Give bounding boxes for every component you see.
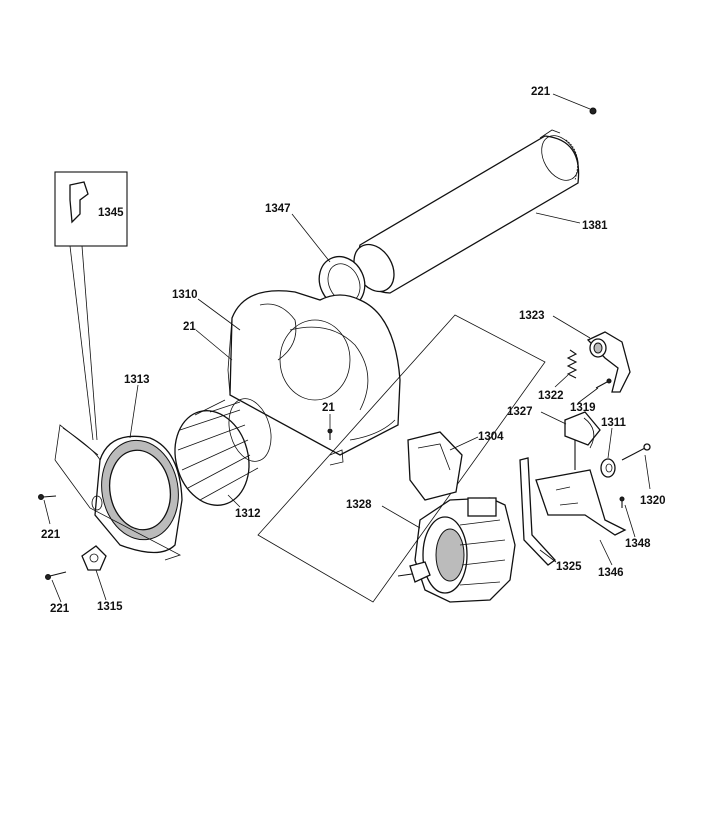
callout-labels: 221 1381 1347 1345 1310 21 21 1313 1312 … [41, 86, 666, 615]
callout-1323: 1323 [519, 310, 545, 322]
part-1304 [407, 431, 463, 501]
screw-1348 [619, 496, 625, 508]
screw-1319 [595, 378, 612, 389]
switch-1323 [586, 331, 631, 393]
callout-1381: 1381 [582, 220, 608, 232]
callout-1348: 1348 [625, 538, 651, 550]
screw-221-left [38, 494, 57, 500]
callout-1325: 1325 [556, 561, 582, 573]
callout-1328: 1328 [346, 499, 372, 511]
callout-1346: 1346 [598, 567, 624, 579]
callout-21-left: 21 [183, 321, 196, 333]
bolt-1320 [621, 443, 651, 461]
callout-1312: 1312 [235, 508, 261, 520]
inset-box-1345 [54, 171, 128, 441]
idler-pulley-part [564, 411, 601, 449]
screw-221-top [589, 107, 597, 115]
callout-1319: 1319 [570, 402, 596, 414]
callout-1310: 1310 [172, 289, 198, 301]
blower-wheel-part [174, 398, 272, 506]
callout-1313: 1313 [124, 374, 150, 386]
callout-1311: 1311 [601, 417, 627, 429]
callout-1327: 1327 [507, 406, 533, 418]
callout-1345: 1345 [98, 207, 124, 219]
motor-base-plane [257, 314, 546, 603]
callout-1304: 1304 [478, 431, 504, 443]
screw-221-bottom [45, 571, 67, 580]
exhaust-duct-part [353, 129, 580, 294]
spring-1322 [566, 349, 578, 379]
callout-21-right: 21 [322, 402, 335, 414]
part-1311 [600, 458, 616, 478]
idler-bracket-part [519, 425, 627, 566]
part-1315 [81, 545, 107, 571]
blower-housing-part [227, 290, 401, 466]
callout-221-left: 221 [41, 529, 61, 541]
callout-221-top: 221 [531, 86, 551, 98]
callout-221-bottom: 221 [50, 603, 70, 615]
callout-1320: 1320 [640, 495, 666, 507]
callout-1322: 1322 [538, 390, 564, 402]
leader-lines [43, 93, 651, 603]
motor-part [397, 497, 516, 603]
blower-front-plate-part [54, 424, 183, 561]
callout-1315: 1315 [97, 601, 123, 613]
callout-1347: 1347 [265, 203, 291, 215]
